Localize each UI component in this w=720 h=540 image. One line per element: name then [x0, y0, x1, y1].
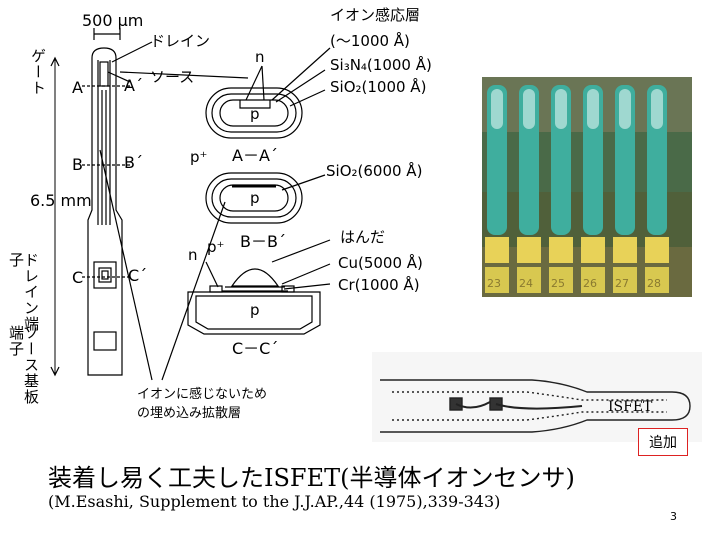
- isfet-label: ISFET: [608, 399, 653, 415]
- section-bb-outer: [205, 172, 303, 224]
- section-bb-label: B－B´: [240, 232, 286, 251]
- section-aa-label: A－A´: [232, 146, 278, 165]
- chip-number: 25: [551, 277, 565, 290]
- n-label-2: n: [188, 246, 198, 264]
- probe-outline: [87, 47, 123, 376]
- slide-title: 装着し易く工夫したISFET(半導体イオンセンサ): [48, 464, 575, 492]
- a-label: A: [72, 78, 83, 97]
- source-label: ソース: [150, 68, 195, 86]
- b-prime-label: B´: [124, 153, 143, 172]
- length-label: 6.5 mm: [30, 191, 92, 210]
- p-plus-label-2: p⁺: [207, 238, 225, 256]
- p-label-3: p: [250, 301, 260, 319]
- drain-label: ドレイン: [150, 32, 211, 50]
- a-prime-label: A´: [124, 76, 143, 95]
- drain-terminal-label: ドレイン端子: [7, 252, 40, 332]
- chip-number: 28: [647, 277, 661, 290]
- cr-label: Cr(1000 Å): [338, 276, 420, 294]
- added-badge: 追加: [638, 428, 688, 456]
- chip-number: 27: [615, 277, 629, 290]
- gate-window: [99, 61, 109, 87]
- page-number: 3: [670, 510, 677, 523]
- cu-label: Cu(5000 Å): [338, 254, 423, 272]
- source-substrate-terminal-label: ソース基板端子: [7, 325, 40, 405]
- c-label: C: [72, 268, 84, 287]
- ion-layer-label: イオン感応層: [330, 6, 421, 24]
- packaged-isfet-sketch: ISFET: [372, 352, 702, 442]
- section-cc-label: C－C´: [232, 339, 279, 358]
- citation: (M.Esashi, Supplement to the J.J.AP.,44 …: [48, 492, 501, 511]
- solder-label: はんだ: [340, 228, 386, 246]
- drain-pad: [93, 261, 117, 289]
- p-label-2: p: [250, 189, 260, 207]
- c-prime-label: C´: [128, 266, 148, 285]
- sensor-fingers: [485, 85, 669, 293]
- source-pad: [93, 331, 117, 351]
- chip-number: 23: [487, 277, 501, 290]
- n-label-1: n: [255, 48, 265, 66]
- gate-label: ゲート: [29, 48, 47, 96]
- solder-bump: [230, 268, 280, 287]
- isfet-structure-diagram: [50, 28, 331, 381]
- section-cc-outer: [187, 291, 321, 335]
- scale-label: 500 μm: [82, 11, 144, 30]
- sio2-6000-label: SiO₂(6000 Å): [326, 162, 423, 180]
- p-plus-label: p⁺: [190, 148, 208, 166]
- p-label-1: p: [250, 105, 260, 123]
- section-aa-outer: [205, 87, 303, 139]
- micrograph-photo: 23 24 25 26 27 28: [482, 77, 692, 297]
- si3n4-label: Si₃N₄(1000 Å): [330, 56, 432, 74]
- chip-number: 26: [583, 277, 597, 290]
- buried-diffusion-line-1: イオンに感じないため: [137, 387, 268, 402]
- b-label: B: [72, 155, 83, 174]
- ion-layer-thickness-label: (～1000 Å): [330, 32, 410, 50]
- sio2-1000-label: SiO₂(1000 Å): [330, 78, 427, 96]
- chip-number: 24: [519, 277, 533, 290]
- buried-diffusion-line-2: の埋め込み拡散層: [137, 405, 242, 421]
- buried-diffusion-label: イオンに感じないため の埋め込み拡散層: [137, 386, 267, 424]
